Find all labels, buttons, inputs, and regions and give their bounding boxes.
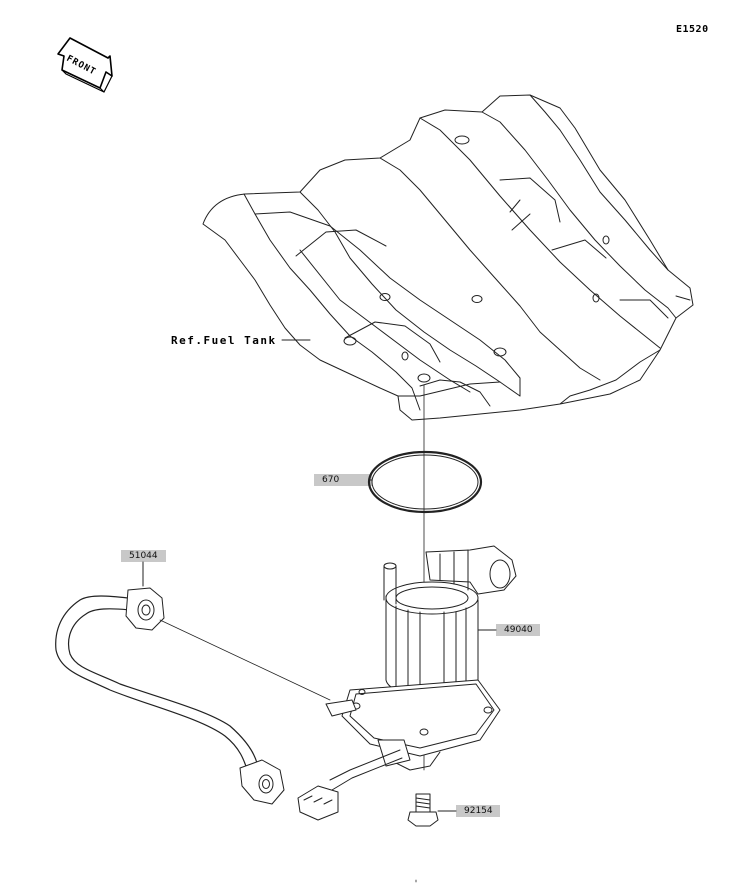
bolt-part	[407, 793, 439, 827]
front-arrow-icon: FRONT	[57, 37, 113, 93]
part-number-670[interactable]: 670	[314, 474, 372, 486]
o-ring-part	[367, 450, 483, 514]
fuel-tank-outline	[202, 94, 694, 421]
hose-connection-line	[159, 619, 331, 701]
diagram-code: E1520	[676, 24, 709, 35]
ref-fuel-tank-label: Ref.Fuel Tank	[171, 334, 277, 347]
part-number-51044[interactable]: 51044	[121, 550, 166, 562]
part-number-92154[interactable]: 92154	[456, 805, 500, 817]
fuel-pump-part	[297, 545, 517, 821]
part-number-49040[interactable]: 49040	[496, 624, 540, 636]
fuel-hose-part	[55, 587, 285, 805]
